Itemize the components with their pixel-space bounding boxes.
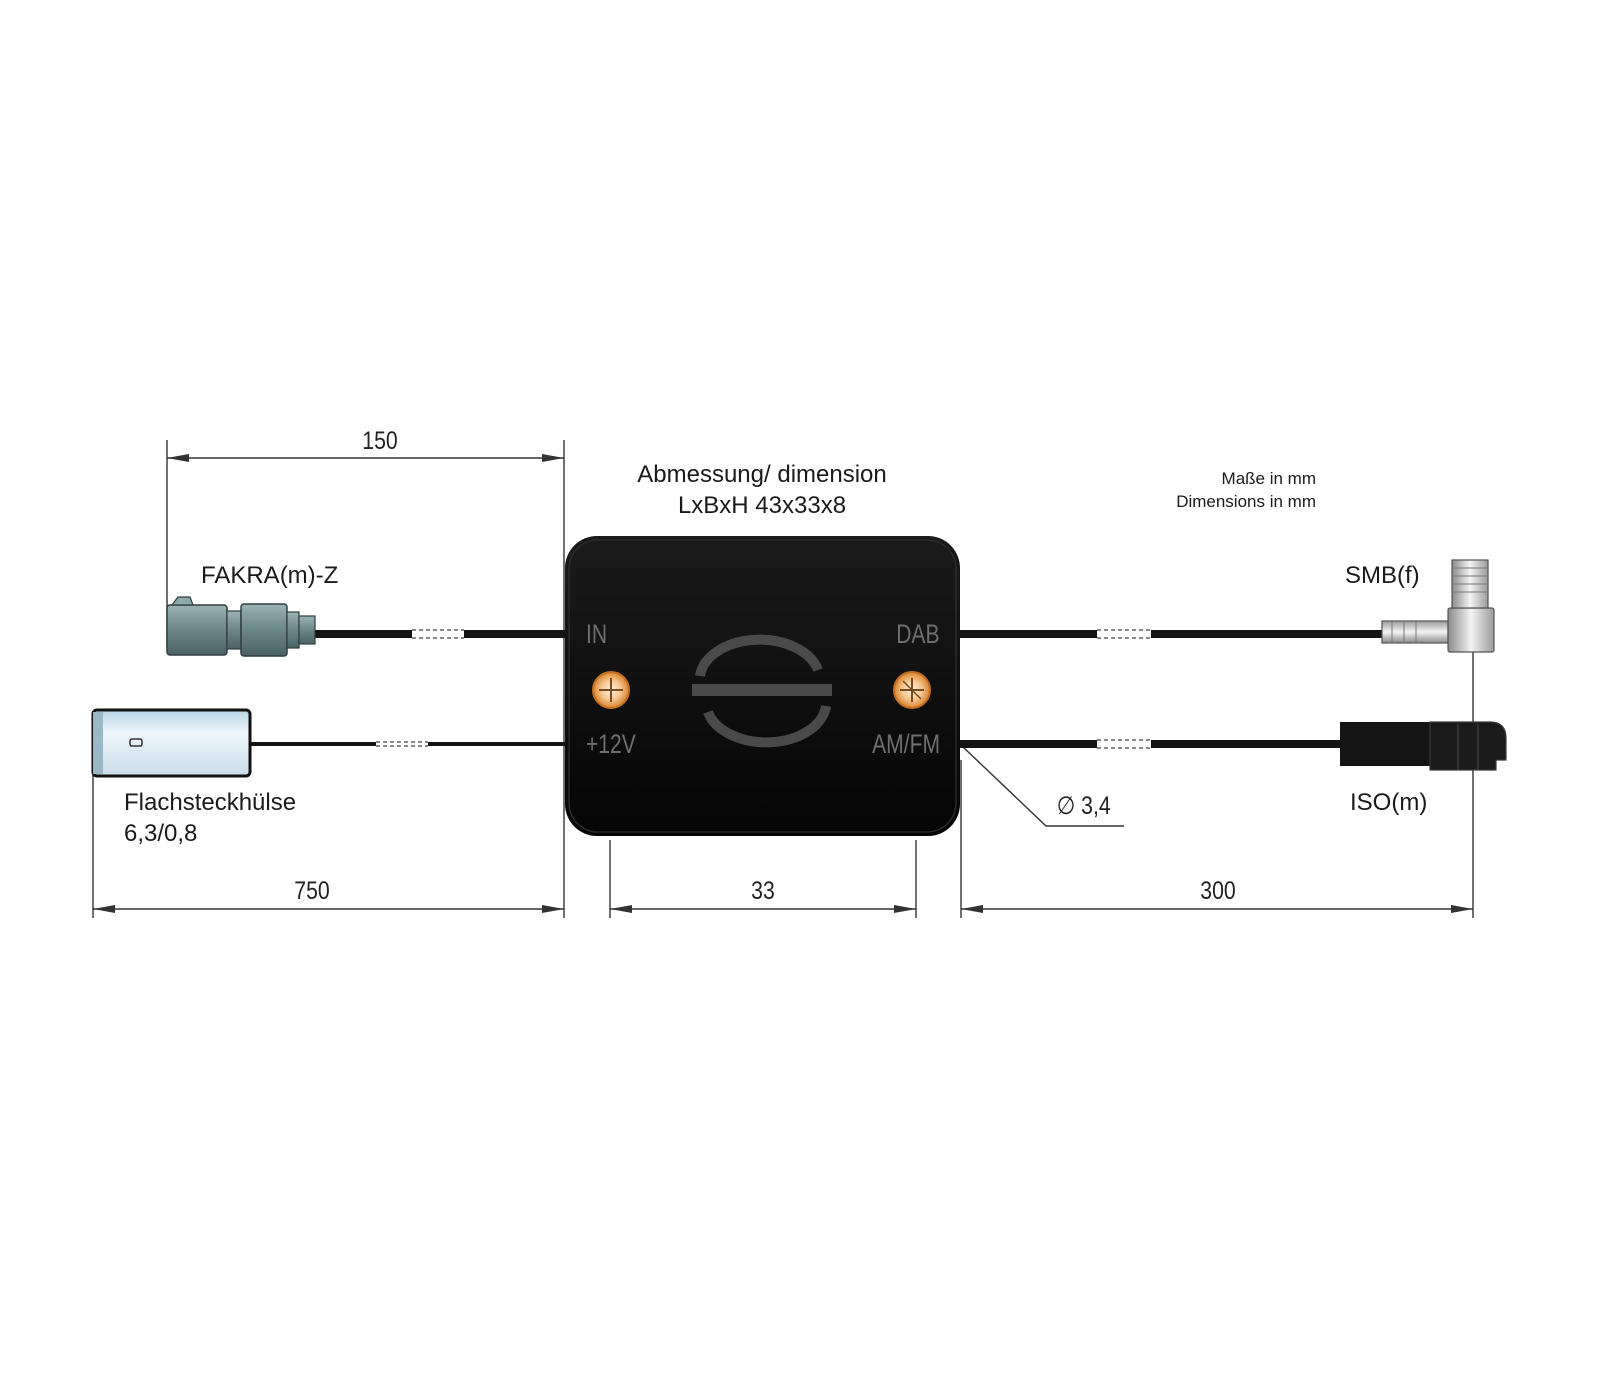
cables [250,629,1382,749]
units-note-de: Maße in mm [1221,469,1316,488]
dimension-label-300: 300 [1200,877,1236,905]
cable-diameter-label: ∅ 3,4 [1056,792,1111,820]
fakra-label: FAKRA(m)-Z [201,562,339,589]
cable-power [250,741,565,747]
iso-label: ISO(m) [1350,789,1428,816]
fakra-connector [166,596,316,657]
flat-plug-connector [91,708,252,778]
smb-connector [1381,559,1495,653]
port-power-label: +12V [586,729,636,759]
box-dimension-values: LxBxH 43x33x8 [677,492,847,519]
units-note-en: Dimensions in mm [1176,492,1316,511]
port-in-label: IN [586,619,608,649]
terminal-icon [592,671,630,709]
amplifier-box [565,536,960,836]
logo-icon [692,634,832,748]
diameter-leader [961,745,1124,827]
dimension-label-150: 150 [362,427,398,455]
iso-connector [1340,721,1507,771]
flat-plug-label: Flachsteckhülse [124,789,297,816]
box-dimension-title: Abmessung/ dimension [637,461,887,488]
port-amfm-label: AM/FM [872,729,940,759]
cable-in [315,629,565,639]
dimension-label-750: 750 [294,877,330,905]
terminal-icon [893,671,931,709]
dimension-label-33: 33 [751,877,775,905]
cable-amfm [960,739,1340,749]
smb-label: SMB(f) [1345,562,1420,589]
flat-plug-size-label: 6,3/0,8 [124,820,198,847]
port-dab-label: DAB [896,619,940,649]
cable-dab [960,629,1382,639]
